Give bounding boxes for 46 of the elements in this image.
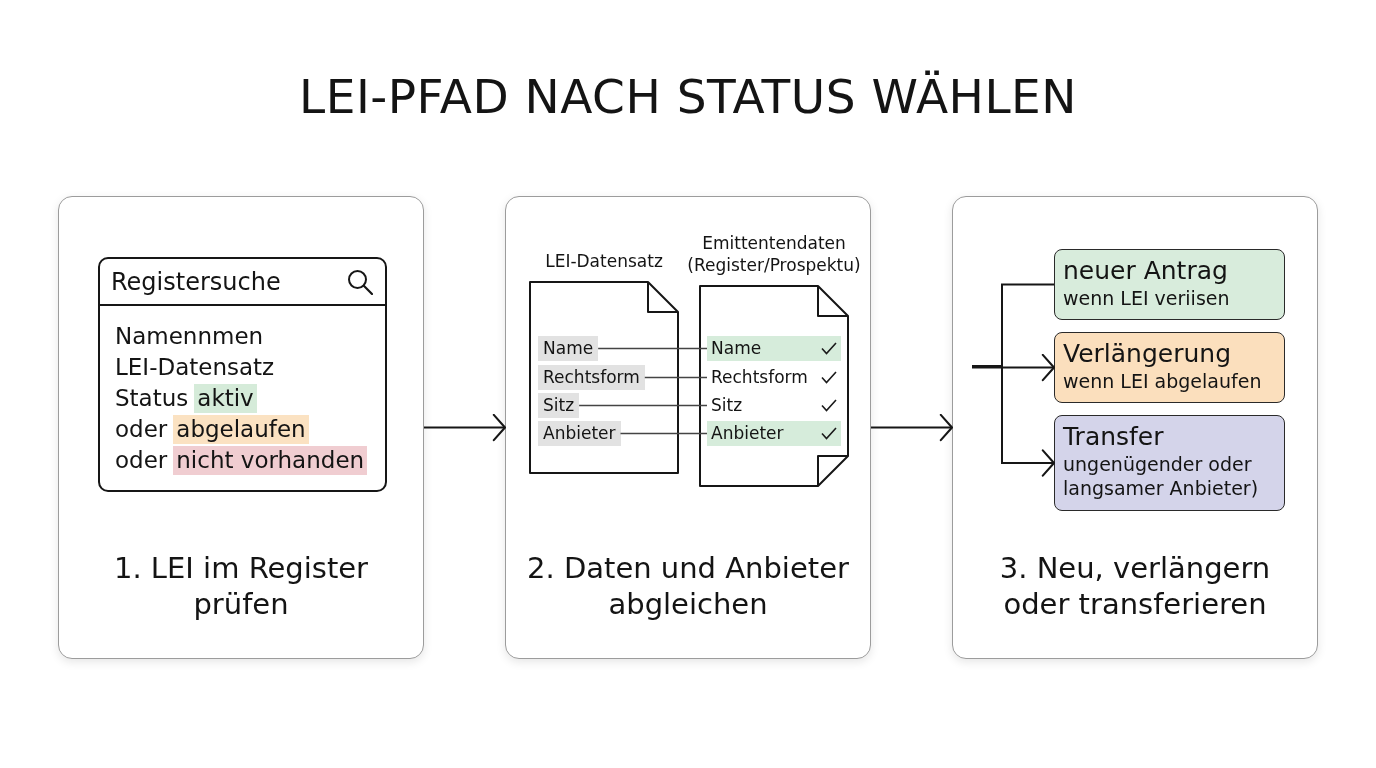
record-text: oder — [115, 446, 168, 475]
connector-line — [578, 404, 708, 407]
option-note: ungenügender oder langsamer Anbieter) — [1063, 452, 1260, 500]
search-panel — [98, 257, 387, 492]
record-text: LEI-Datensatz — [115, 353, 275, 382]
field-highlight: Rechtsform — [538, 365, 645, 390]
field-text: Sitz — [711, 394, 743, 417]
page-title: LEI-PFAD NACH STATUS WÄHLEN — [299, 69, 1077, 125]
option-title: Verlängerung — [1063, 339, 1233, 369]
field-text: Anbieter — [711, 422, 784, 445]
step-card — [58, 196, 424, 659]
option-note: wenn LEI abgelaufen — [1063, 369, 1263, 393]
field-text: Rechtsform — [711, 366, 808, 389]
record-text: Status — [115, 384, 189, 413]
field-text: Name — [711, 337, 762, 360]
step-caption: 1. LEI im Register prüfen — [113, 550, 369, 622]
connector-line — [597, 347, 708, 350]
step-card — [952, 196, 1318, 659]
option-card — [1054, 415, 1285, 511]
connector-line — [619, 432, 708, 435]
field-highlight: Name — [538, 336, 599, 361]
field-highlight — [707, 421, 841, 446]
option-card — [1054, 249, 1285, 320]
step-caption: 3. Neu, verlängern oder transferieren — [999, 550, 1271, 622]
step-caption: 2. Daten und Anbieter abgleichen — [526, 550, 850, 622]
document-heading: Emittentendaten (Register/Prospektu) — [686, 232, 862, 276]
field-highlight: Anbieter — [538, 421, 621, 446]
status-highlight: abgelaufen — [173, 415, 309, 444]
option-card — [1054, 332, 1285, 403]
arrow — [870, 413, 954, 442]
field-highlight: Sitz — [538, 393, 580, 418]
document-heading: LEI-Datensatz — [544, 250, 664, 272]
option-note: wenn LEI veriisen — [1063, 286, 1231, 310]
option-title: Transfer — [1063, 422, 1165, 452]
record-text: oder — [115, 415, 168, 444]
arrow — [423, 413, 507, 442]
step-card — [505, 196, 871, 659]
field-highlight — [707, 336, 841, 361]
record-text: Namennmen — [115, 322, 264, 351]
status-highlight: nicht vorhanden — [173, 446, 368, 475]
arrow — [971, 365, 1056, 477]
arrow — [971, 353, 1056, 382]
connector-line — [644, 376, 708, 379]
status-highlight: aktiv — [194, 384, 257, 413]
option-title: neuer Antrag — [1063, 256, 1229, 286]
search-title: Registersuche — [111, 266, 281, 297]
